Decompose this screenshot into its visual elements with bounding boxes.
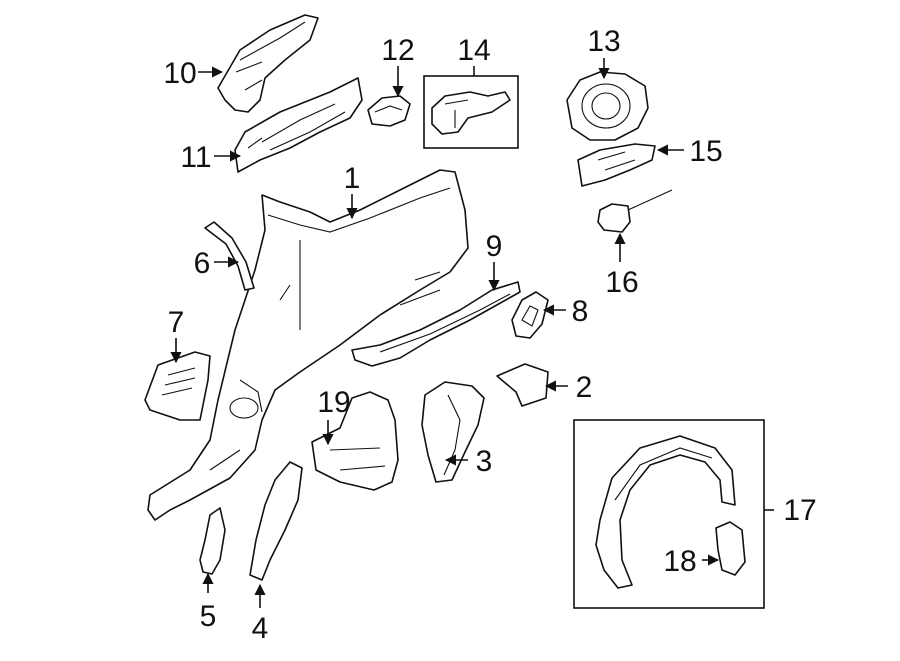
callout-15: 15 — [689, 135, 722, 168]
part-17-wheel-liner[interactable] — [595, 435, 736, 589]
callout-8: 8 — [572, 295, 589, 328]
part-6-molding[interactable] — [204, 221, 255, 291]
part-8-pocket[interactable] — [511, 291, 549, 339]
part-7-splash-shield[interactable] — [144, 351, 211, 421]
callout-13: 13 — [587, 25, 620, 58]
callout-5: 5 — [200, 600, 217, 633]
part-19-mud-guard[interactable] — [311, 391, 399, 491]
callout-16: 16 — [605, 266, 638, 299]
part-5-bracket[interactable] — [199, 507, 226, 575]
part-13-fuel-door-housing[interactable] — [566, 71, 649, 141]
callout-19: 19 — [317, 386, 350, 419]
part-17-detail-box — [573, 419, 765, 609]
part-4-bracket[interactable] — [249, 461, 303, 581]
callout-11: 11 — [180, 141, 211, 174]
part-10-bracket[interactable] — [217, 14, 319, 113]
callout-14: 14 — [457, 34, 490, 67]
callout-7: 7 — [168, 306, 185, 339]
callout-4: 4 — [252, 612, 269, 645]
callout-17: 17 — [783, 494, 816, 527]
callout-1: 1 — [344, 162, 361, 195]
part-16-release-cable[interactable] — [597, 189, 673, 233]
part-11-reinforcement[interactable] — [234, 77, 363, 173]
callout-10: 10 — [163, 57, 196, 90]
part-12-clip[interactable] — [367, 95, 411, 127]
part-1-quarter-panel[interactable] — [147, 169, 469, 521]
callout-2: 2 — [576, 371, 593, 404]
callout-12: 12 — [381, 34, 414, 67]
part-2-bracket[interactable] — [496, 363, 549, 407]
callout-3: 3 — [476, 445, 493, 478]
part-14-actuator[interactable] — [431, 91, 511, 135]
callout-6: 6 — [194, 247, 211, 280]
part-15-latch[interactable] — [577, 143, 656, 187]
part-9-rail[interactable] — [351, 281, 521, 367]
part-14-detail-box — [423, 75, 519, 149]
callout-18: 18 — [663, 545, 696, 578]
callout-9: 9 — [486, 230, 503, 263]
part-18-bracket[interactable] — [715, 521, 746, 576]
